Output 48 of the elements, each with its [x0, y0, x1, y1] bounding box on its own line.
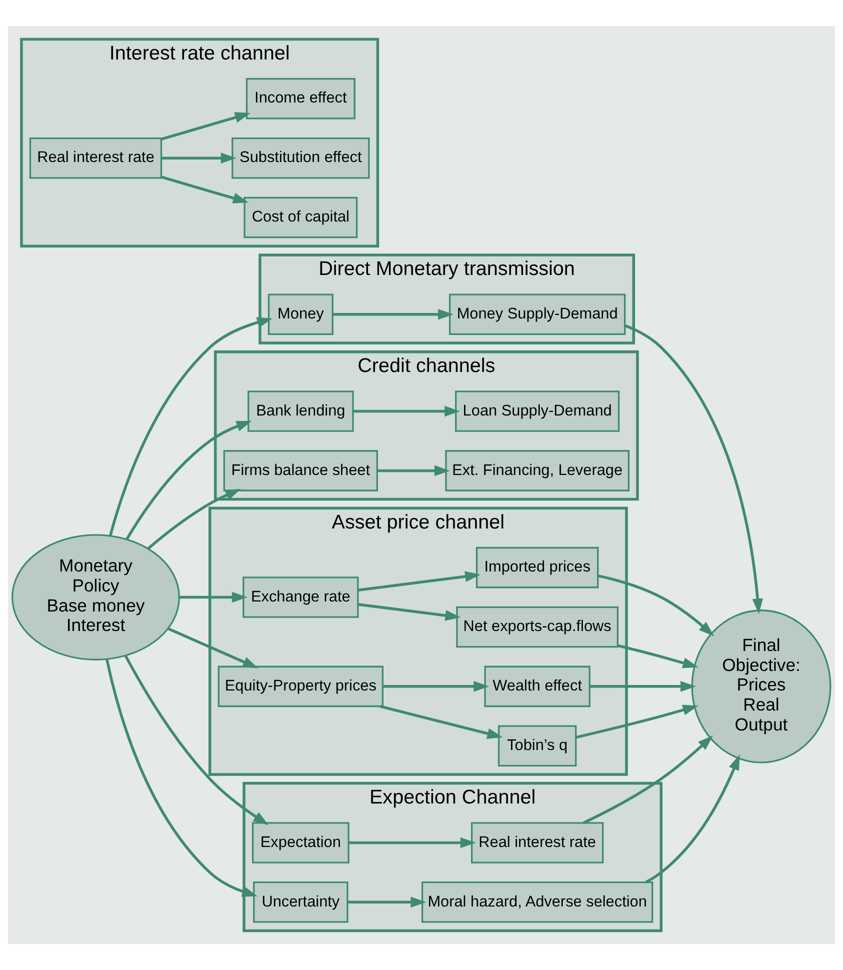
- node-box: Substitution effect: [232, 137, 370, 179]
- node-box: Cost of capital: [244, 196, 358, 238]
- node-box: Real interest rate: [29, 137, 162, 179]
- node-box: Firms balance sheet: [223, 450, 378, 492]
- node-circle: Final Objective: Prices Real Output: [691, 610, 832, 764]
- arrow: [108, 317, 273, 536]
- node-box: Moral hazard, Adverse selection: [421, 882, 654, 923]
- arrow: [617, 644, 698, 668]
- node-box: Net exports-cap.flows: [456, 606, 618, 648]
- arrow: [590, 681, 696, 692]
- node-box: Expectation: [252, 822, 350, 864]
- arrow: [124, 655, 269, 826]
- arrow: [168, 627, 258, 668]
- arrow: [348, 837, 476, 848]
- node-box: Money Supply-Demand: [449, 294, 626, 336]
- arrow: [160, 112, 250, 141]
- node-box: Exchange rate: [242, 576, 359, 618]
- node-box: Wealth effect: [484, 666, 590, 708]
- arrow: [576, 704, 698, 739]
- arrow: [161, 152, 236, 164]
- node-box: Income effect: [246, 78, 356, 120]
- arrow: [353, 406, 460, 417]
- arrow: [380, 704, 503, 739]
- node-ellipse: Monetary Policy Base money Interest: [11, 534, 180, 660]
- node-box: Equity-Property prices: [218, 666, 384, 708]
- node-box: Imported prices: [476, 546, 599, 588]
- node-box: Loan Supply-Demand: [455, 390, 620, 432]
- arrow: [377, 465, 450, 476]
- arrow: [126, 420, 252, 540]
- arrow: [348, 896, 426, 908]
- arrow: [582, 735, 714, 824]
- arrow: [160, 176, 249, 204]
- arrow: [332, 308, 454, 320]
- node-box: Money: [268, 294, 334, 336]
- node-box: Tobin’s q: [498, 725, 577, 766]
- arrow: [645, 754, 740, 884]
- arrow: [147, 488, 241, 550]
- node-box: Ext. Financing, Leverage: [445, 450, 630, 492]
- node-box: Real interest rate: [471, 822, 604, 864]
- arrow: [179, 592, 248, 603]
- node-box: Uncertainty: [253, 882, 348, 923]
- arrow: [382, 681, 490, 692]
- arrow: [624, 324, 763, 614]
- arrow: [598, 574, 714, 636]
- arrow: [105, 658, 258, 897]
- arrow: [358, 603, 461, 621]
- node-box: Bank lending: [248, 390, 354, 432]
- arrow: [358, 571, 481, 592]
